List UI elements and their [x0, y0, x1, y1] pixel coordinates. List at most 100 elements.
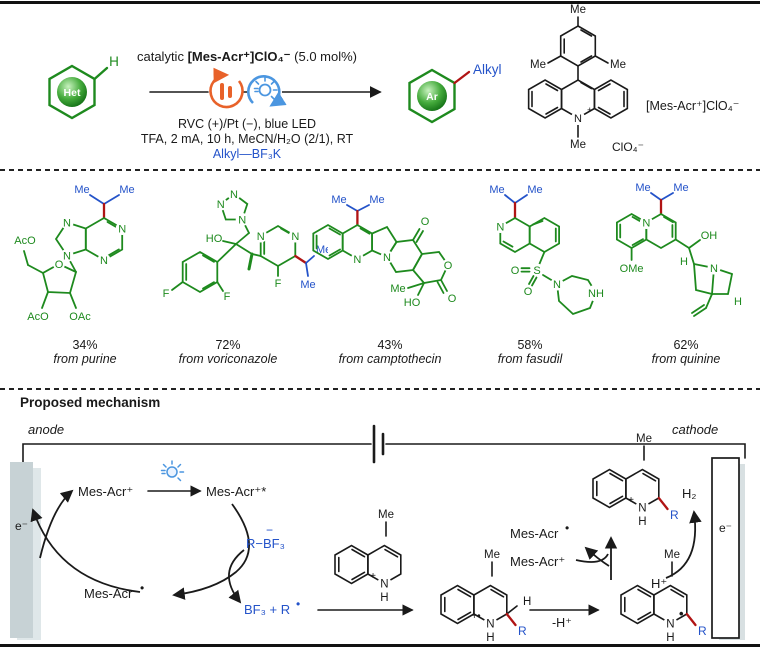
circuit-wire — [22, 424, 746, 464]
n-label: N — [486, 619, 494, 631]
neutral-radical-structure: Me N H • R — [620, 549, 707, 644]
mesacr-plus-label: Mes-Acr⁺ — [78, 484, 133, 499]
oxidation-arrows — [575, 536, 618, 580]
mesityl-me-right: Me — [610, 59, 626, 71]
source: from camptothecin — [338, 352, 442, 366]
product-label-5: 62% from quinine — [611, 338, 760, 366]
f-label: F — [275, 278, 282, 290]
ho-label: HO — [404, 297, 421, 309]
r-group-label: R — [670, 508, 679, 522]
conditions-line1: catalytic [Mes-Acr⁺]ClO₄⁻ (5.0 mol%) — [67, 49, 427, 65]
top-border — [0, 1, 760, 4]
source: from quinine — [651, 352, 721, 366]
anode-electrode: e⁻ — [10, 462, 41, 640]
me-label: Me — [527, 184, 542, 196]
o-label: O — [421, 216, 430, 228]
cond-catalyst: [Mes-Acr⁺]ClO₄⁻ — [187, 49, 291, 64]
nh-label: NH — [588, 288, 604, 300]
mesityl-me-top: Me — [570, 4, 586, 16]
r-bf3-label: R−BF₃ — [246, 536, 285, 551]
h-label: H — [380, 592, 388, 604]
h-label: H — [666, 632, 674, 644]
bf3-r-label: BF₃ + R — [244, 602, 290, 617]
n-label: N — [553, 279, 561, 291]
n-label: N — [353, 254, 361, 266]
n-label: N — [638, 503, 646, 515]
alkyl-label: Alkyl — [473, 62, 502, 77]
n-label: N — [666, 619, 674, 631]
cond-suffix: (5.0 mol%) — [290, 49, 358, 64]
cycle-arrows — [30, 489, 250, 604]
me-label: Me — [74, 184, 89, 196]
product-label-2: 72% from voriconazole — [153, 338, 303, 366]
o-label: O — [511, 265, 520, 277]
conditions-line4: Alkyl—BF₃K — [212, 147, 282, 161]
alkylated-product-structure: Me N H + R — [592, 433, 679, 528]
separator-2 — [0, 388, 760, 390]
product-camptothecin-structure: Me Me N N O O O HO Me — [312, 194, 457, 309]
source: from voriconazole — [178, 352, 278, 366]
mechanism-canvas: e⁻ e⁻ anode cathode Mes-Acr⁺ Mes-Acr⁺* M… — [10, 422, 746, 644]
me-label: Me — [331, 194, 346, 206]
source: from fasudil — [497, 352, 563, 366]
plus-charge: + — [370, 571, 376, 582]
f-label: F — [163, 288, 170, 300]
product-label-1: 34% from purine — [10, 338, 160, 366]
n-label: N — [380, 579, 388, 591]
h-label: H — [486, 632, 494, 644]
plus-charge: + — [628, 495, 634, 506]
yield: 62% — [673, 338, 699, 352]
mesacr-radical-dot-2: • — [565, 521, 569, 535]
o-label: O — [55, 259, 64, 271]
cathode-label: cathode — [672, 422, 718, 437]
n-label: N — [100, 255, 108, 267]
me-label: Me — [489, 184, 504, 196]
bottom-border — [0, 644, 760, 647]
me-label: Me — [369, 194, 384, 206]
oh-label: OH — [701, 230, 718, 242]
h-substituent-label: H — [109, 54, 119, 69]
ho-label: HO — [206, 233, 223, 245]
yield: 58% — [517, 338, 543, 352]
acridinium-n-label: N — [574, 113, 582, 125]
n-label: N — [118, 224, 126, 236]
product-voriconazole-structure: N N N HO F F N N F Me Me — [163, 187, 328, 303]
product-ar-alkyl: Ar Alkyl — [408, 62, 502, 124]
plus-radical-charge: +• — [471, 611, 481, 622]
catalyst-name-label: [Mes-Acr⁺]ClO₄⁻ — [646, 99, 739, 113]
minus-h-label: -H⁺ — [552, 616, 572, 630]
acridinium-plus: + — [587, 105, 593, 116]
cathode-electron-label: e⁻ — [719, 521, 732, 535]
cathode-electrode: e⁻ — [711, 457, 745, 640]
mesacr-radical-label: Mes-Acr — [84, 586, 133, 601]
yield: 34% — [72, 338, 98, 352]
radical-cation-intermediate: Me N H +• H R — [440, 549, 531, 644]
reactant-het-arene: Het H — [48, 54, 119, 120]
h-label: H — [638, 516, 646, 528]
mesacr-excited-label: Mes-Acr⁺* — [206, 484, 266, 499]
product-quinine-structure: Me Me N OMe OH H N H — [615, 182, 742, 317]
mesacr-radical-label-2: Mes-Acr — [510, 526, 559, 541]
proton-label: H⁺ — [651, 576, 667, 591]
r-group-label: R — [518, 624, 527, 638]
n-methyl-label: Me — [570, 139, 586, 151]
anode-electron-label: e⁻ — [15, 519, 28, 533]
n-label: N — [291, 231, 299, 243]
light-icon-small — [160, 460, 185, 482]
mechanism-title: Proposed mechanism — [20, 395, 161, 410]
n-label: N — [642, 218, 650, 230]
light-icon — [246, 75, 287, 109]
h-label: H — [734, 296, 742, 308]
me-label: Me — [664, 549, 680, 561]
anode-label: anode — [28, 422, 64, 437]
f-label: F — [224, 291, 231, 303]
o-label: O — [448, 293, 457, 305]
me-label: Me — [636, 433, 652, 445]
n-label: N — [257, 231, 265, 243]
methylquinolinium-structure: Me N H + — [334, 509, 402, 604]
separator-1 — [0, 169, 760, 171]
mesityl-me-left: Me — [530, 59, 546, 71]
n-label: N — [383, 252, 391, 264]
mesacr-plus-label-2: Mes-Acr⁺ — [510, 554, 565, 569]
n-label: N — [217, 199, 225, 211]
